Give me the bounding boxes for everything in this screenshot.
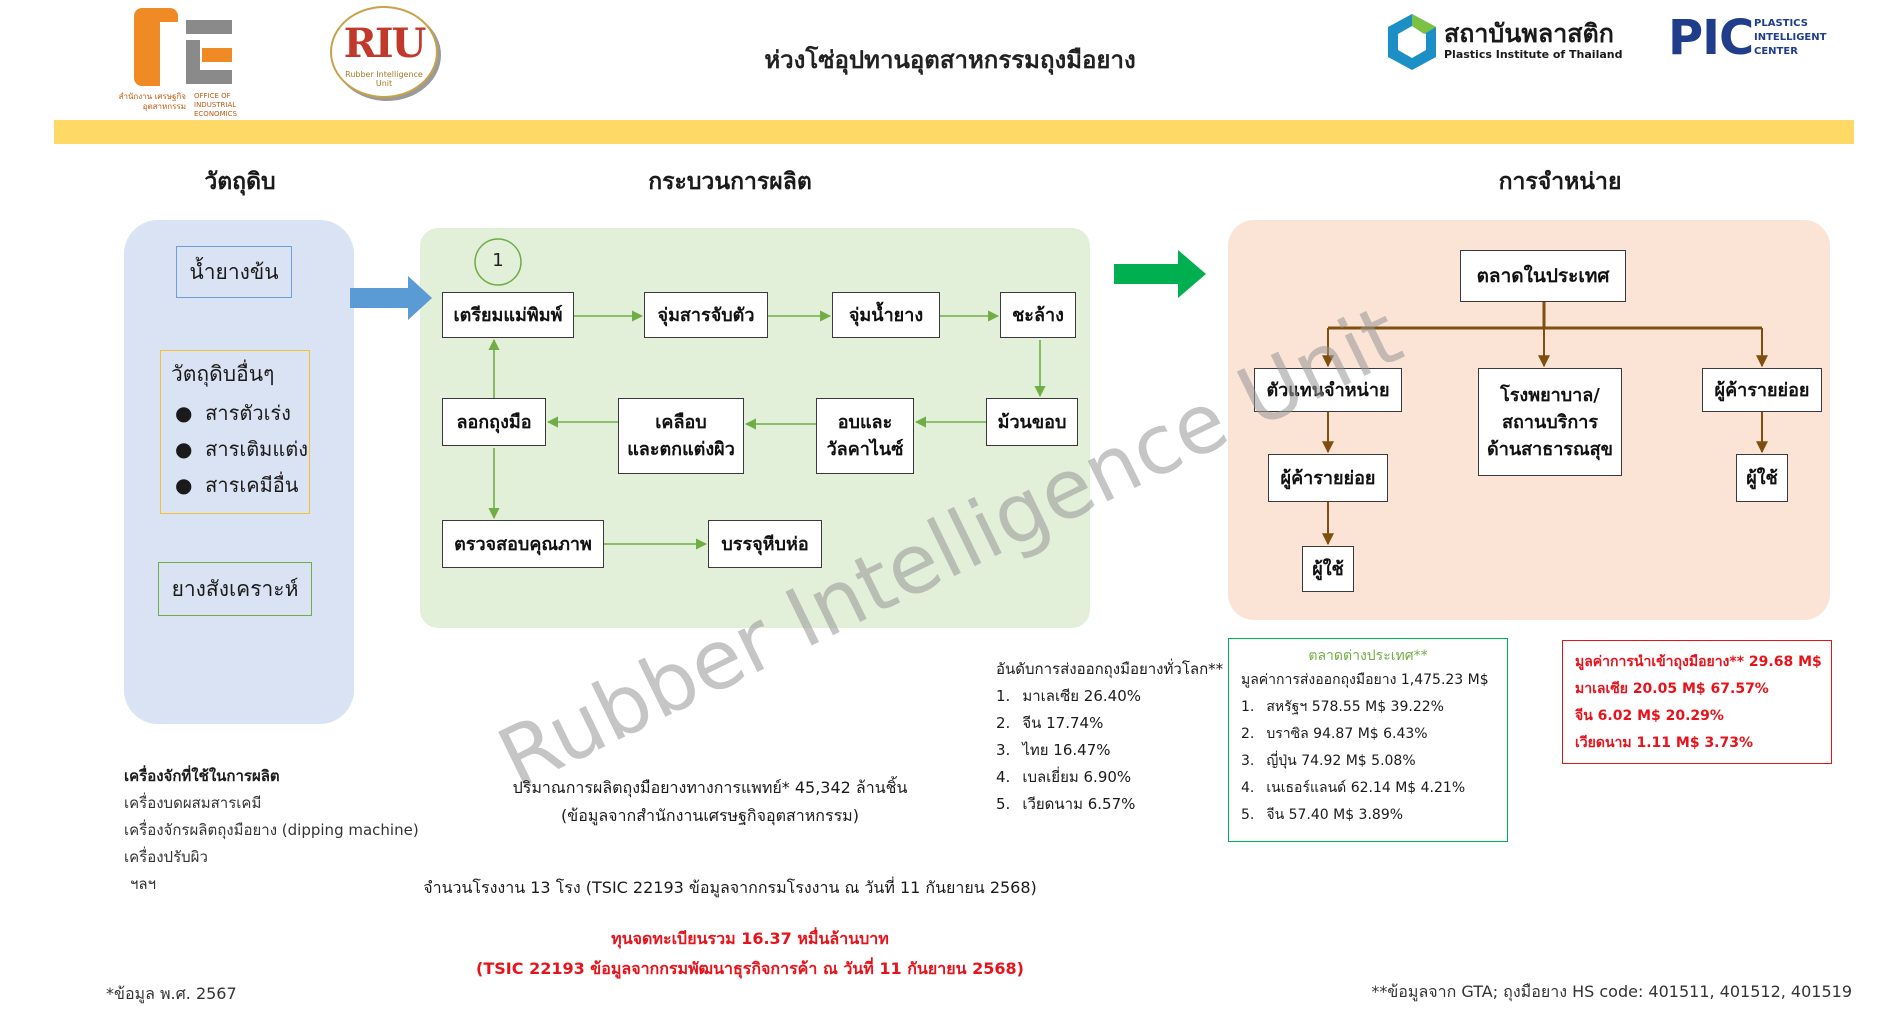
import-value-box: มูลค่าการนำเข้าถุงมือยาง** 29.68 M$ มาเล…	[1562, 640, 1832, 764]
agent-box: ตัวแทนจำหน่าย	[1254, 368, 1402, 412]
registered-capital-source: (TSIC 22193 ข้อมูลจากกรมพัฒนาธุรกิจการค้…	[476, 959, 1024, 978]
list-item: 2.บราซิล 94.87 M$ 6.43%	[1241, 726, 1428, 742]
import-value-title: มูลค่าการนำเข้าถุงมือยาง** 29.68 M$	[1575, 654, 1822, 670]
step-badge-number: 1	[492, 250, 504, 271]
pic-logo-line1: PLASTICS	[1754, 18, 1808, 29]
list-item: 1.สหรัฐฯ 578.55 M$ 39.22%	[1241, 699, 1444, 715]
step-quality-inspection: ตรวจสอบคุณภาพ	[442, 520, 604, 568]
pti-hexagon-icon	[1388, 14, 1436, 70]
production-volume: ปริมาณการผลิตถุงมือยางทางการแพทย์* 45,34…	[470, 774, 950, 830]
bullet-icon: ●	[175, 437, 206, 461]
step-badge-circle	[474, 238, 522, 286]
list-item: เวียดนาม 1.11 M$ 3.73%	[1575, 735, 1754, 751]
pti-logo-th: สถาบันพลาสติก	[1444, 19, 1614, 48]
step-mold-prep: เตรียมแม่พิมพ์	[442, 292, 574, 338]
latex-label: น้ำยางข้น	[189, 259, 279, 284]
world-export-rank-title: อันดับการส่งออกถุงมือยางทั่วโลก**	[996, 660, 1224, 678]
latex-box: น้ำยางข้น	[176, 246, 292, 298]
list-item: 1.มาเลเซีย 26.40%	[996, 687, 1142, 705]
step-latex-dip: จุ่มน้ำยาง	[832, 292, 940, 338]
list-item: 5.จีน 57.40 M$ 3.89%	[1241, 807, 1404, 823]
footnote-left: *ข้อมูล พ.ศ. 2567	[106, 984, 237, 1003]
production-volume-source: (ข้อมูลจากสำนักงานเศรษฐกิจอุตสาหกรรม)	[561, 806, 859, 825]
machines-title: เครื่องจักที่ใช้ในการผลิต	[124, 767, 280, 785]
world-export-rank: อันดับการส่งออกถุงมือยางทั่วโลก** 1.มาเล…	[996, 656, 1236, 818]
column-header-raw: วัตถุดิบ	[204, 169, 276, 195]
pti-logo-en: Plastics Institute of Thailand	[1444, 48, 1623, 61]
other-material-item: ● สารตัวเร่ง ● สารเติมแต่ง ● สารเคมีอื่น	[175, 401, 309, 497]
distribution-tree-lines	[1322, 302, 1768, 546]
pic-logo-line3: CENTER	[1754, 46, 1798, 57]
step-stripping: ลอกถุงมือ	[442, 398, 546, 446]
oie-mark	[134, 8, 234, 86]
pic-logo-letters: PIC	[1668, 10, 1754, 66]
list-item: 4.เนเธอร์แลนด์ 62.14 M$ 4.21%	[1241, 780, 1466, 796]
export-market-title: ตลาดต่างประเทศ**	[1308, 648, 1428, 664]
production-flow-arrows	[488, 310, 1046, 550]
production-volume-line1: ปริมาณการผลิตถุงมือยางทางการแพทย์* 45,34…	[512, 778, 908, 797]
step-coagulant-dip: จุ่มสารจับตัว	[644, 292, 768, 338]
factory-count: จำนวนโรงงาน 13 โรง (TSIC 22193 ข้อมูลจาก…	[423, 878, 1037, 897]
export-market-value: มูลค่าการส่งออกถุงมือยาง 1,475.23 M$	[1241, 672, 1489, 688]
footnote-right: **ข้อมูลจาก GTA; ถุงมือยาง HS code: 4015…	[1371, 982, 1852, 1001]
oie-logo: สำนักงาน เศรษฐกิจอุตสาหกรรม OFFICE OF IN…	[86, 8, 266, 118]
bullet-icon: ●	[175, 401, 206, 425]
registered-capital-value: ทุนจดทะเบียนรวม 16.37 หมื่นล้านบาท	[611, 929, 889, 948]
machine-item: เครื่องปรับผิว	[124, 848, 208, 866]
list-item: 4.เบลเยี่ยม 6.90%	[996, 768, 1132, 786]
yellow-band	[54, 120, 1854, 144]
list-item: 2.จีน 17.74%	[996, 714, 1104, 732]
hospital-box: โรงพยาบาล/ สถานบริการ ด้านสาธารณสุข	[1478, 368, 1622, 476]
oie-caption-en: OFFICE OF INDUSTRIAL ECONOMICS	[194, 92, 238, 118]
export-market-box: ตลาดต่างประเทศ** มูลค่าการส่งออกถุงมือยา…	[1228, 638, 1508, 842]
domestic-market-box: ตลาดในประเทศ	[1460, 250, 1626, 302]
step-coating: เคลือบ และตกแต่งผิว	[618, 398, 744, 474]
column-header-distribution: การจำหน่าย	[1498, 169, 1622, 195]
registered-capital: ทุนจดทะเบียนรวม 16.37 หมื่นล้านบาท (TSIC…	[430, 924, 1070, 984]
raw-to-production-arrow	[350, 276, 432, 320]
machine-item: เครื่องจักรผลิตถุงมือยาง (dipping machin…	[124, 821, 419, 839]
machine-item: เครื่องบดผสมสารเคมี	[124, 794, 262, 812]
synthetic-rubber-label: ยางสังเคราะห์	[171, 576, 299, 601]
list-item: จีน 6.02 M$ 20.29%	[1575, 708, 1724, 724]
other-materials-title: วัตถุดิบอื่นๆ	[171, 362, 275, 386]
retailer-right-box: ผู้ค้ารายย่อย	[1702, 368, 1822, 412]
step-vulcanize: อบและ วัลคาไนซ์	[816, 398, 914, 474]
pic-logo-line2: INTELLIGENT	[1754, 32, 1827, 43]
pic-logo: PIC PLASTICS INTELLIGENT CENTER	[1668, 10, 1838, 70]
step-leaching: ชะล้าง	[1000, 292, 1076, 338]
column-header-production: กระบวนการผลิต	[648, 169, 812, 195]
riu-logo: RIU Rubber Intelligence Unit	[330, 6, 438, 98]
oie-caption-th: สำนักงาน เศรษฐกิจอุตสาหกรรม	[118, 92, 186, 111]
bullet-icon: ●	[175, 473, 206, 497]
step-packaging: บรรจุหีบห่อ	[708, 520, 822, 568]
user-right-box: ผู้ใช้	[1736, 454, 1788, 502]
other-materials-box: วัตถุดิบอื่นๆ ● สารตัวเร่ง ● สารเติมแต่ง…	[160, 350, 310, 514]
riu-logo-letters: RIU	[343, 20, 427, 67]
riu-logo-sub: Rubber Intelligence Unit	[345, 70, 423, 88]
machines-section: เครื่องจักที่ใช้ในการผลิต เครื่องบดผสมสา…	[124, 762, 454, 898]
page-title: ห่วงโซ่อุปทานอุตสาหกรรมถุงมือยาง	[764, 46, 1136, 74]
production-to-distribution-arrow	[1114, 250, 1206, 298]
pti-logo: สถาบันพลาสติก Plastics Institute of Thai…	[1384, 12, 1624, 74]
user-left-box: ผู้ใช้	[1302, 546, 1354, 592]
step-beading: ม้วนขอบ	[986, 398, 1078, 446]
machine-item: ฯลฯ	[130, 875, 157, 893]
synthetic-rubber-box: ยางสังเคราะห์	[158, 562, 312, 616]
retailer-left-box: ผู้ค้ารายย่อย	[1268, 454, 1388, 502]
raw-panel	[124, 220, 354, 724]
list-item: 3.ญี่ปุ่น 74.92 M$ 5.08%	[1241, 753, 1416, 769]
list-item: 5.เวียดนาม 6.57%	[996, 795, 1136, 813]
list-item: 3.ไทย 16.47%	[996, 741, 1111, 759]
list-item: มาเลเซีย 20.05 M$ 67.57%	[1575, 681, 1769, 697]
